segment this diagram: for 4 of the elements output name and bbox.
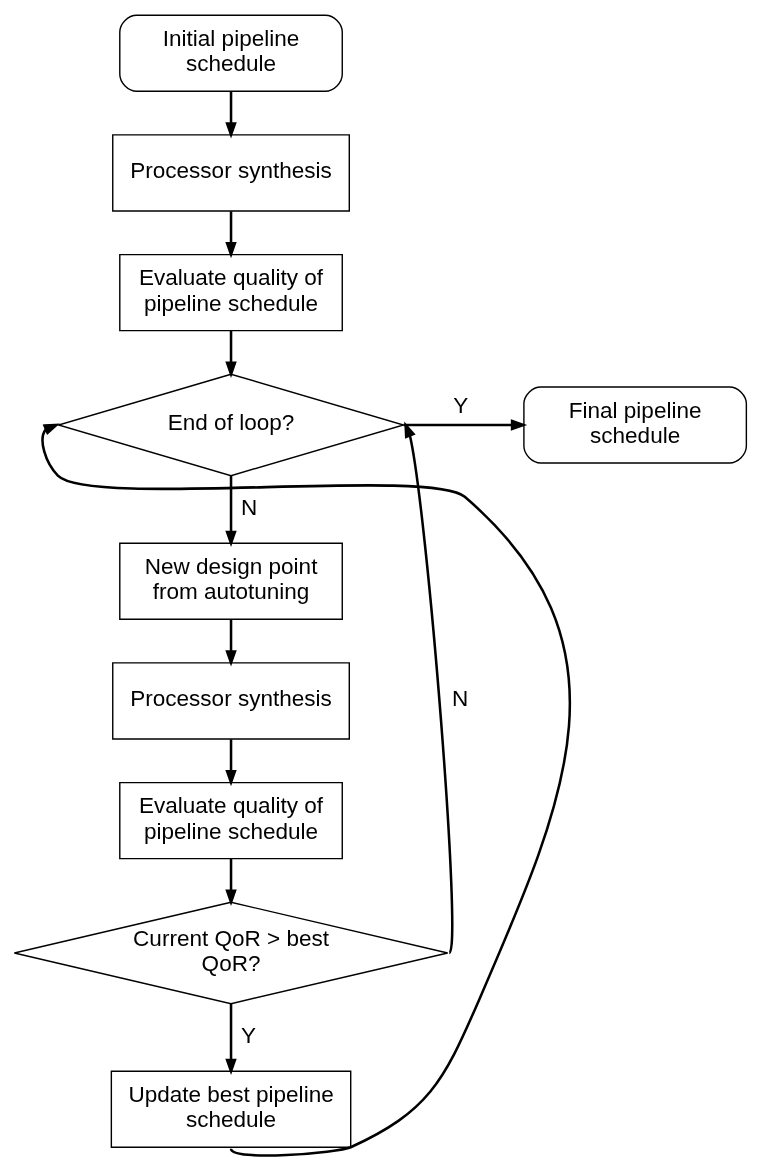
- edge-label: Y: [452, 392, 468, 418]
- edge-label: Y: [240, 1022, 256, 1048]
- edge-label: N: [451, 685, 468, 711]
- edge-label: N: [240, 494, 257, 520]
